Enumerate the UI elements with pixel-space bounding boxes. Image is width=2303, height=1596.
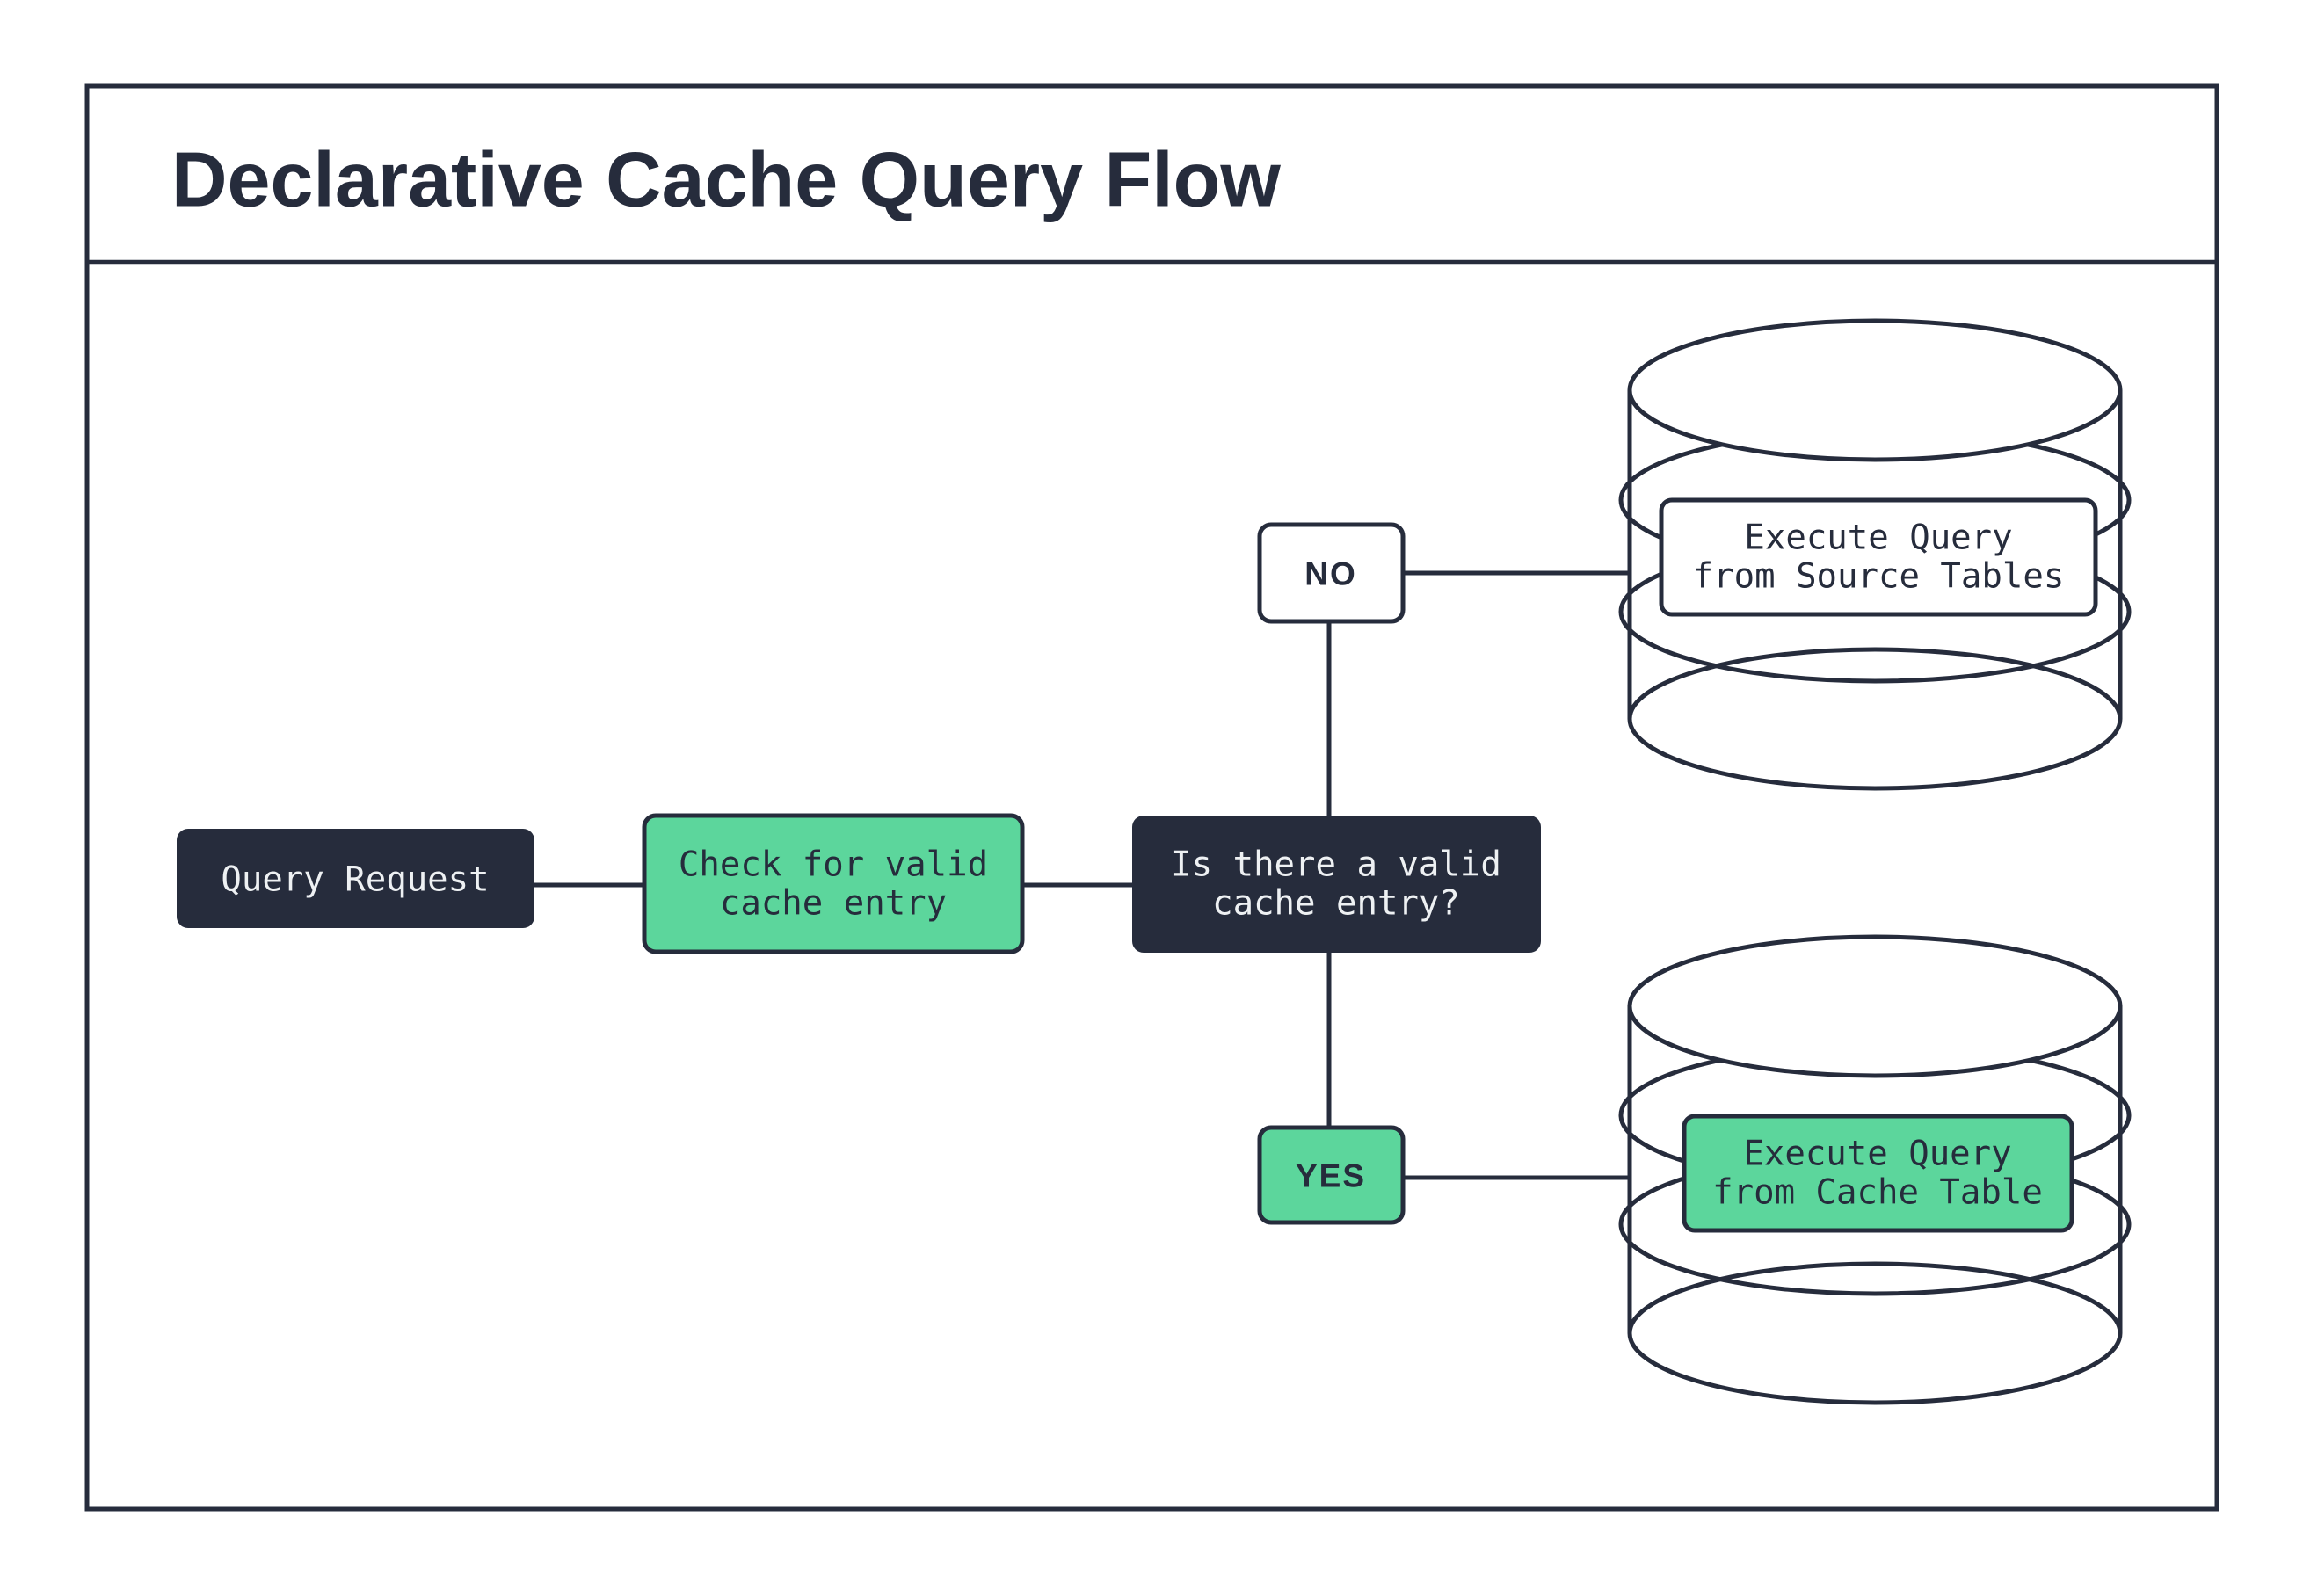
- decision-line2: cache entry?: [1212, 884, 1460, 924]
- yes-badge-box: [1257, 1125, 1406, 1225]
- db-top-ellipse: [1627, 318, 2123, 462]
- node-execute-source: [1659, 497, 2098, 617]
- source-db-cylinder: Execute Query from Source Tables: [1618, 318, 2132, 791]
- outer-frame: [84, 83, 2219, 1512]
- execute-source-line1: Execute Query: [1744, 519, 2012, 558]
- no-badge-box: [1257, 522, 1406, 624]
- node-check-cache: Check for valid cache entry: [642, 813, 1025, 954]
- db-disk-ellipse: [1627, 1261, 2123, 1405]
- db-disk-ellipse: [1627, 647, 2123, 791]
- decision-box: [1132, 816, 1541, 953]
- node-yes-branch: YES: [1257, 1125, 1406, 1225]
- check-cache-line1: Check for valid: [679, 845, 988, 885]
- check-cache-line2: cache entry: [720, 884, 947, 924]
- query-request-label: Query Request: [221, 860, 489, 900]
- node-execute-cache: [1682, 1114, 2074, 1233]
- node-decision: Is there a valid cache entry?: [1132, 816, 1541, 953]
- execute-cache-line2: from Cache Table: [1712, 1173, 2043, 1213]
- query-request-box: [177, 829, 534, 928]
- no-badge-label: NO: [1304, 556, 1357, 592]
- node-no-branch: NO: [1257, 522, 1406, 624]
- node-query-request: Query Request: [177, 829, 534, 928]
- cache-db-cylinder: Execute Query from Cache Table: [1618, 934, 2132, 1405]
- db-top-ellipse: [1627, 934, 2123, 1078]
- check-cache-box: [642, 813, 1025, 954]
- page-title: Declarative Cache Query Flow: [171, 136, 1281, 223]
- edges: [534, 570, 1630, 1180]
- execute-source-line2: from Source Tables: [1693, 557, 2065, 597]
- execute-cache-line1: Execute Query: [1743, 1135, 2011, 1174]
- decision-line1: Is there a valid: [1171, 845, 1501, 885]
- yes-badge-label: YES: [1296, 1158, 1366, 1194]
